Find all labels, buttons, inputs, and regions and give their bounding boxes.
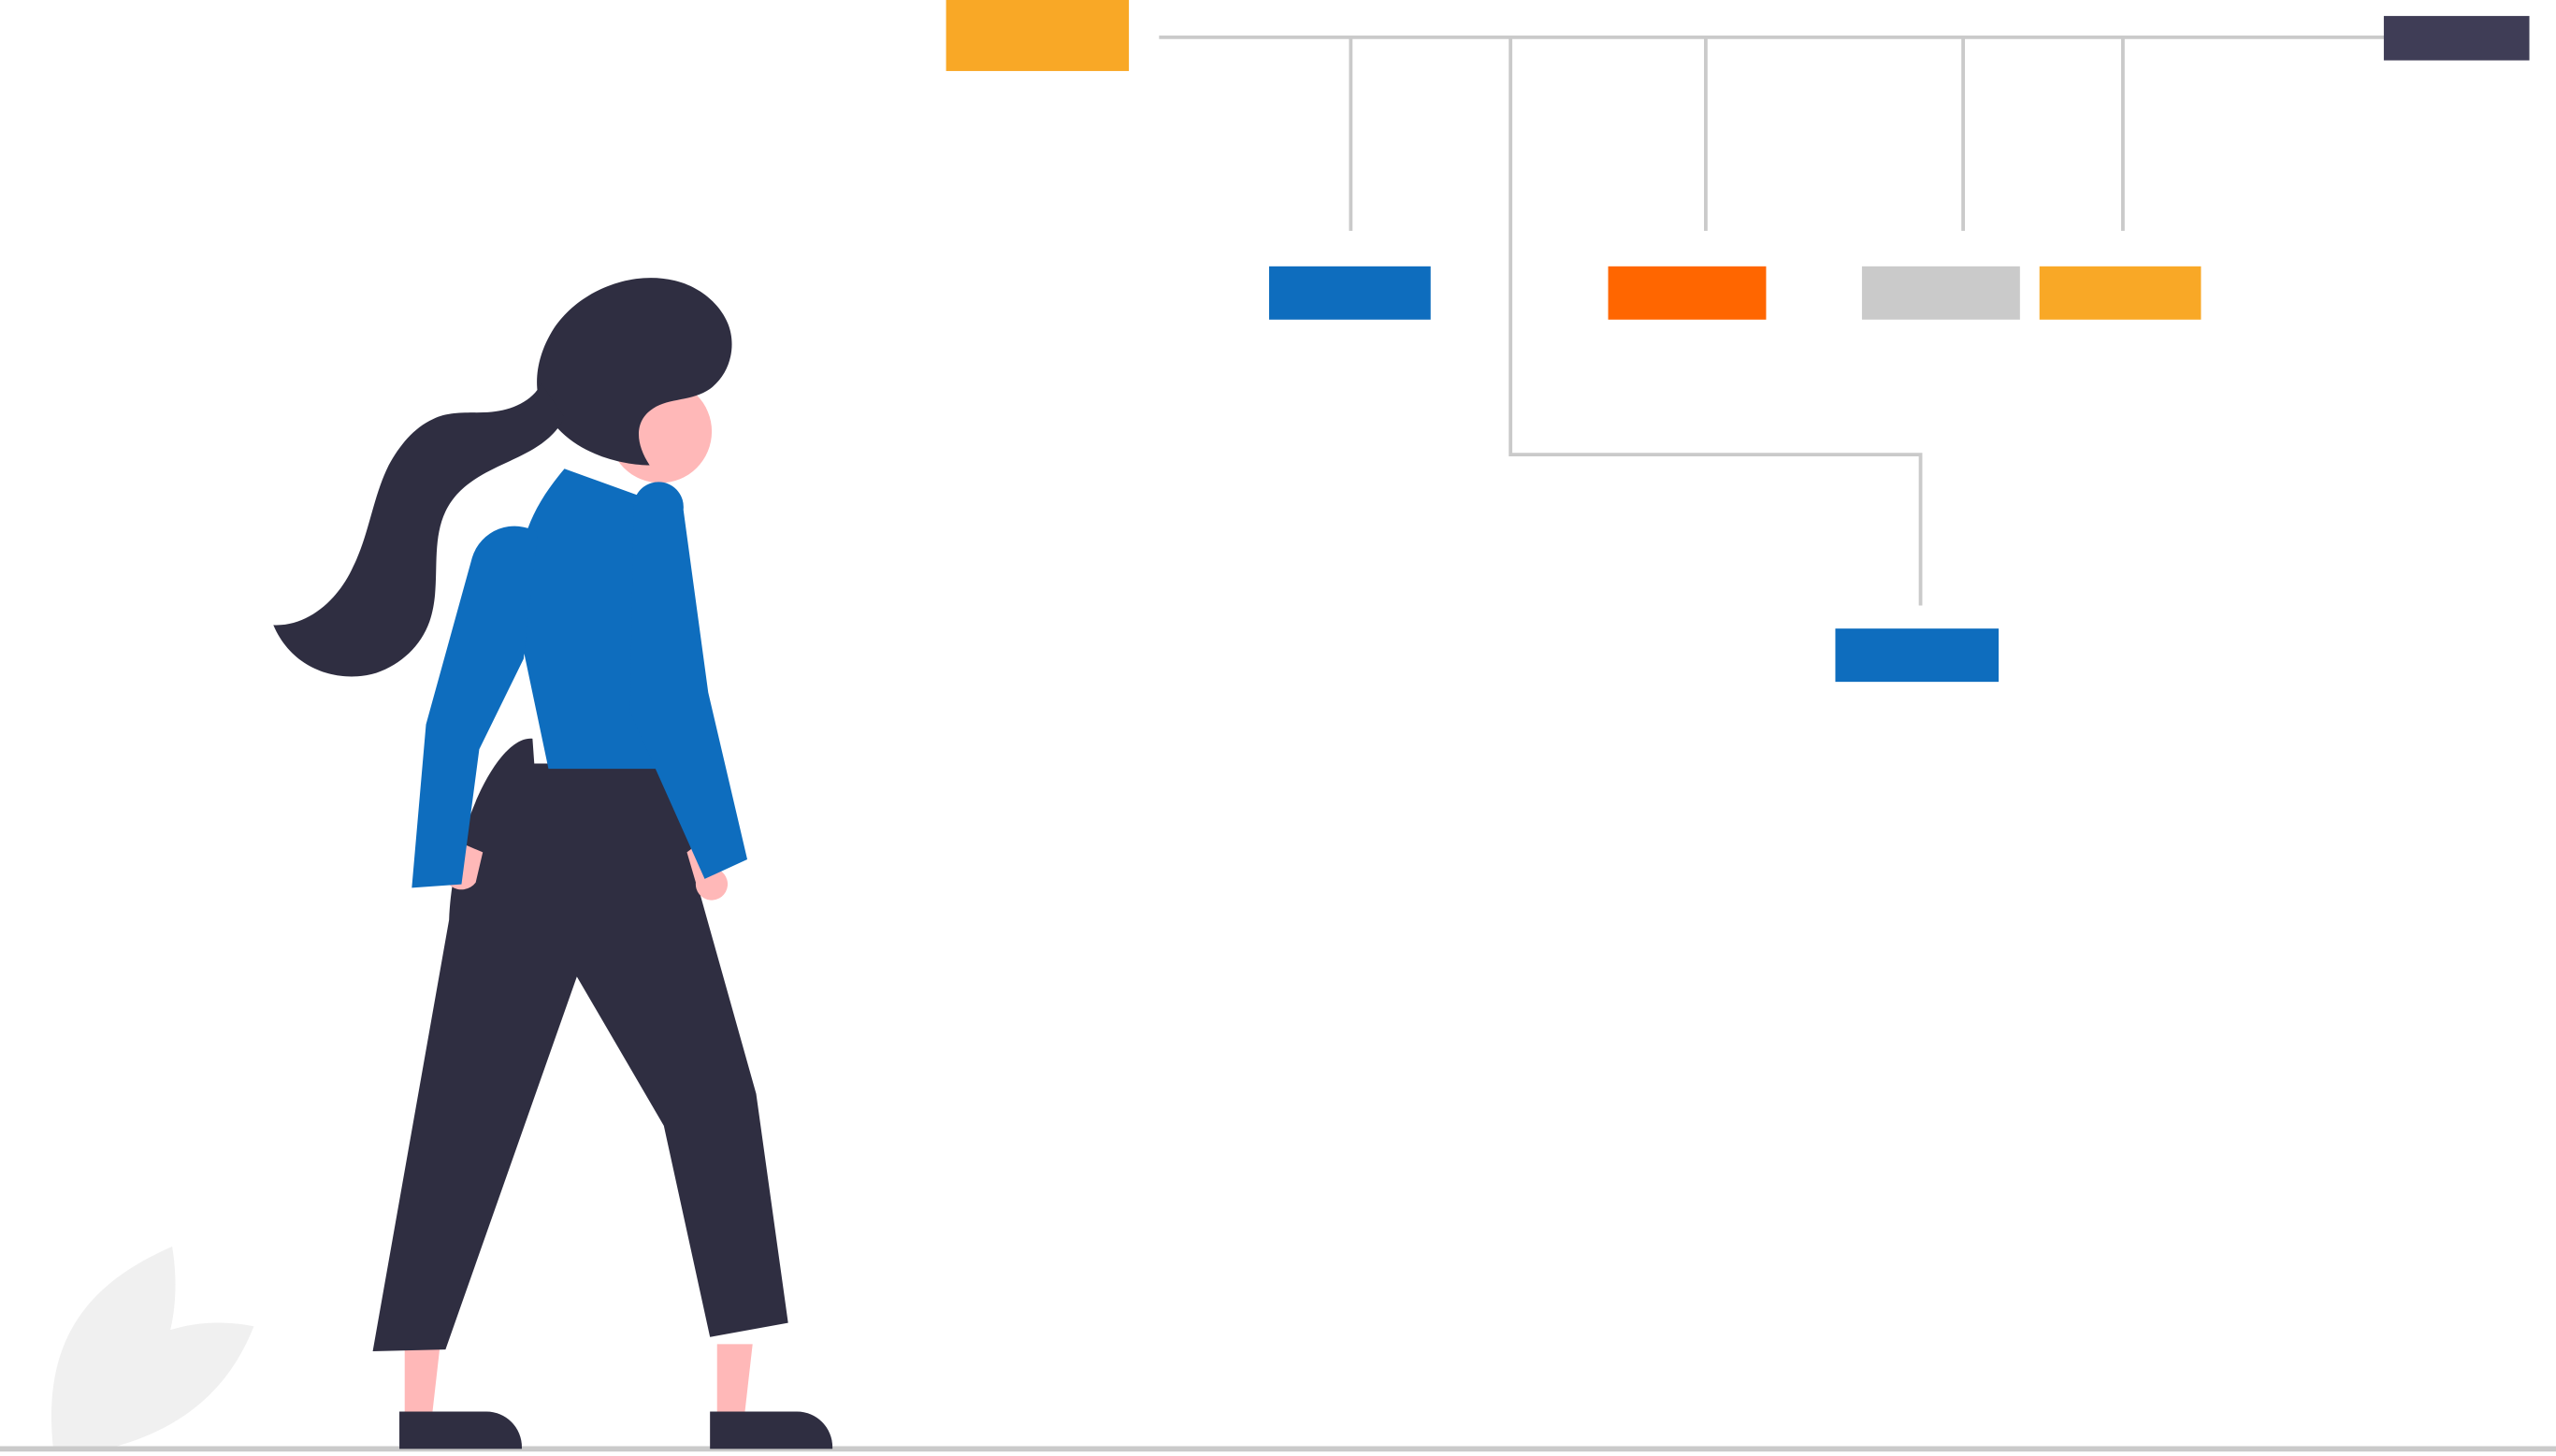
node-child <box>2039 266 2202 320</box>
person-figure <box>273 278 833 1449</box>
hierarchy-diagram <box>1159 35 2477 606</box>
node-root <box>946 0 1130 71</box>
node-child <box>1861 266 2020 320</box>
plant-icon <box>51 1246 254 1449</box>
connector-branch <box>1509 36 1923 606</box>
node-corner <box>2383 16 2530 61</box>
node-grandchild <box>1835 628 2000 683</box>
node-child <box>1269 266 1431 320</box>
node-child <box>1608 266 1767 320</box>
